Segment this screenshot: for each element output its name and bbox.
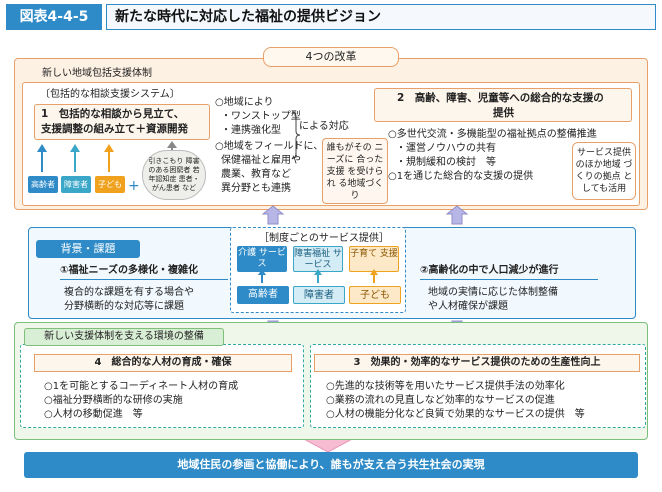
- group-tag-disabled: 障害者: [61, 176, 91, 193]
- group-other-bubble: 引きこもり 障害のある困窮者 若年認知症 患者・がん患者 など: [142, 150, 206, 200]
- figure-label: 図表4-4-5: [6, 4, 102, 30]
- service-callout: サービス提供 のほか地域 づくりの拠点 としても活用: [572, 142, 636, 200]
- item3-list-item: ○先進的な技術等を用いたサービス提供手法の効率化: [326, 381, 565, 392]
- mid-list-item: ・ワンストップ型: [221, 111, 301, 122]
- up-arrow-icon: [70, 144, 80, 172]
- bracket-icon: [291, 111, 301, 159]
- item3-list-item: ○業務の流れの見直しなど効率的なサービスの促進: [326, 395, 555, 406]
- figure-header: 図表4-4-5 新たな時代に対応した福祉の提供ビジョン: [6, 4, 656, 30]
- mid-list-item: ・連携強化型: [221, 125, 281, 136]
- reform-item-3-title: 3 効果的・効率的なサービス提供のための生産性向上: [314, 354, 640, 372]
- up-arrow-icon: [37, 144, 47, 172]
- community-system-label: 新しい地域包括支援体制: [42, 68, 152, 79]
- item4-list-item: ○1を可能とするコーディネート人材の育成: [44, 381, 239, 392]
- mid-list-item: 農業、教育など: [221, 169, 291, 180]
- item4-list-item: ○人材の移動促進 等: [44, 409, 143, 420]
- reform-item-1-box: 1 包括的な相談から見立て、 支援調整の組み立て＋資源開発: [34, 104, 210, 140]
- figure-title-box: 新たな時代に対応した福祉の提供ビジョン: [106, 4, 656, 30]
- plus-icon: +: [128, 178, 140, 194]
- up-arrow-icon: [104, 144, 114, 172]
- up-arrow-icon: [167, 141, 177, 150]
- group-tag-elderly: 高齢者: [28, 176, 58, 193]
- issue-1-line2: 分野横断的な対応等に課題: [64, 301, 184, 312]
- symbiotic-society-box: 地域住民の参画と協働により、誰もが支え合う共生社会の実現: [24, 452, 638, 478]
- mid-list-item: 保健福祉と雇用や: [221, 155, 301, 166]
- issue-1-line1: 複合的な課題を有する場合や: [64, 287, 194, 298]
- issue-1-title: ①福祉ニーズの多様化・複雑化: [60, 265, 198, 276]
- service-group-child: 子ども: [349, 286, 401, 304]
- item4-list-item: ○福祉分野横断的な研修の実施: [44, 395, 183, 406]
- mid-list-item: 異分野とも連携: [221, 183, 291, 194]
- up-arrow-icon: [261, 205, 285, 225]
- mid-list-item: ○地域をフィールドに、: [215, 141, 324, 152]
- issue-2-line2: や人材確保が課題: [428, 301, 508, 312]
- reforms-label: 4つの改革: [263, 47, 399, 67]
- group-tag-child: 子ども: [95, 176, 125, 193]
- everyone-support-box: 誰もがその ニーズに 合った支援 を受けられ る地域づくり: [322, 138, 388, 204]
- mid-list-suffix: による対応: [299, 121, 349, 132]
- issue-2-underline: [420, 279, 598, 280]
- service-group-elderly: 高齢者: [237, 286, 289, 304]
- reform-item-2-line2: 提供: [493, 107, 514, 119]
- service-disability: 障害福祉 サービス: [293, 246, 343, 272]
- item3-list-item: ○人材の機能分化など良質で効果的なサービスの提供 等: [326, 409, 585, 420]
- reform-item-1-line2: 支援調整の組み立て＋資源開発: [41, 123, 188, 135]
- consult-system-title: 〔包括的な相談支援システム〕: [40, 89, 180, 100]
- reform-item-2-line1: 2 高齢、障害、児童等への総合的な支援の: [397, 92, 604, 104]
- service-childcare: 子育て 支援: [349, 246, 399, 272]
- issue-2-line1: 地域の実情に応じた体制整備: [428, 287, 558, 298]
- item2-list-item: ○多世代交流・多機能型の福祉拠点の整備推進: [388, 129, 597, 140]
- service-system-box: ［制度ごとのサービス提供］ 介護 サービス 障害福祉 サービス 子育て 支援 高…: [230, 227, 406, 313]
- issue-1-underline: [60, 279, 228, 280]
- reform-item-4-title: 4 総合的な人材の育成・確保: [34, 354, 292, 372]
- up-arrow-icon: [370, 269, 378, 283]
- item2-list-item: ・運営ノウハウの共有: [396, 143, 496, 154]
- services-title: ［制度ごとのサービス提供］: [259, 233, 389, 244]
- environment-tab: 新しい支援体制を支える環境の整備: [24, 328, 224, 346]
- figure-title: 新たな時代に対応した福祉の提供ビジョン: [115, 9, 381, 25]
- background-tab: 背景・課題: [36, 240, 140, 258]
- reform-item-2-box: 2 高齢、障害、児童等への総合的な支援の 提供: [374, 88, 632, 122]
- mid-list-item: ○地域により: [215, 97, 274, 108]
- item2-list-item: ○1を通じた総合的な支援の提供: [388, 171, 534, 182]
- reform-item-1-line1: 1 包括的な相談から見立て、: [41, 108, 185, 120]
- up-arrow-icon: [445, 205, 469, 225]
- up-arrow-icon: [314, 269, 322, 283]
- item2-list-item: ・規制緩和の検討 等: [396, 157, 496, 168]
- issue-2-title: ②高齢化の中で人口減少が進行: [420, 265, 559, 276]
- service-group-disabled: 障害者: [293, 286, 345, 304]
- service-elderly-care: 介護 サービス: [237, 246, 287, 272]
- up-arrow-icon: [258, 269, 266, 283]
